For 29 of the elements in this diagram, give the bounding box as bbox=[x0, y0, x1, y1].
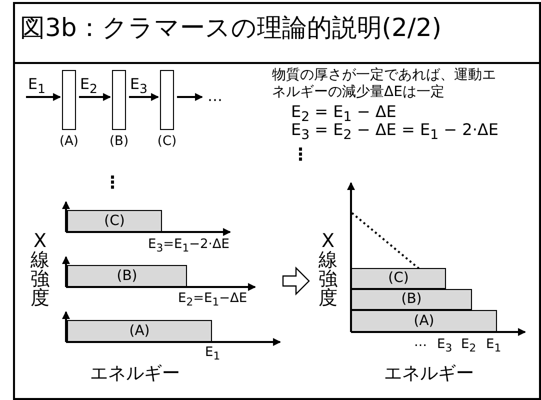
energy-bar: (A) bbox=[351, 310, 497, 332]
energy-bar: (A) bbox=[67, 320, 212, 342]
edge-label: E$_{2}$ bbox=[80, 76, 98, 96]
energy-label: E$_{2}$ bbox=[461, 338, 476, 354]
axis-label: X線強度 bbox=[318, 232, 338, 308]
ellipsis-text: … bbox=[204, 86, 226, 106]
edge-label: E$_{1}$ bbox=[28, 76, 46, 96]
ellipsis-text: … bbox=[414, 336, 427, 350]
description-text: 物質の厚さが一定であれば、運動エネルギーの減少量ΔEは一定 bbox=[272, 67, 497, 101]
edge-label: E$_{3}$ bbox=[130, 76, 148, 96]
energy-label: E$_{1}$ bbox=[205, 346, 220, 362]
slab-label: (A) bbox=[58, 134, 80, 149]
axis-label: エネルギー bbox=[384, 364, 474, 384]
energy-label: E$_{3}$ bbox=[437, 338, 452, 354]
vertical-ellipsis: ⋮ bbox=[104, 174, 121, 193]
energy-label: E$_{3}$=E$_{1}$−2·ΔE bbox=[148, 238, 230, 254]
equation-text: E$_{3}$ = E$_{2}$ − ΔE = E$_{1}$ − 2·ΔE bbox=[291, 121, 498, 144]
vertical-ellipsis: ⋮ bbox=[292, 146, 309, 165]
energy-label: E$_{1}$ bbox=[486, 338, 502, 354]
energy-label: E$_{2}$=E$_{1}$−ΔE bbox=[178, 292, 248, 308]
energy-bar: (B) bbox=[67, 265, 187, 287]
energy-bar: (C) bbox=[351, 268, 446, 289]
axis-label: エネルギー bbox=[90, 364, 180, 384]
title: 図3b：クラマースの理論的説明(2/2) bbox=[20, 14, 442, 42]
slab-label: (C) bbox=[156, 134, 178, 149]
axis-label: X線強度 bbox=[30, 232, 50, 308]
energy-bar: (C) bbox=[67, 210, 162, 232]
energy-bar: (B) bbox=[351, 289, 472, 310]
slab-label: (B) bbox=[108, 134, 130, 149]
